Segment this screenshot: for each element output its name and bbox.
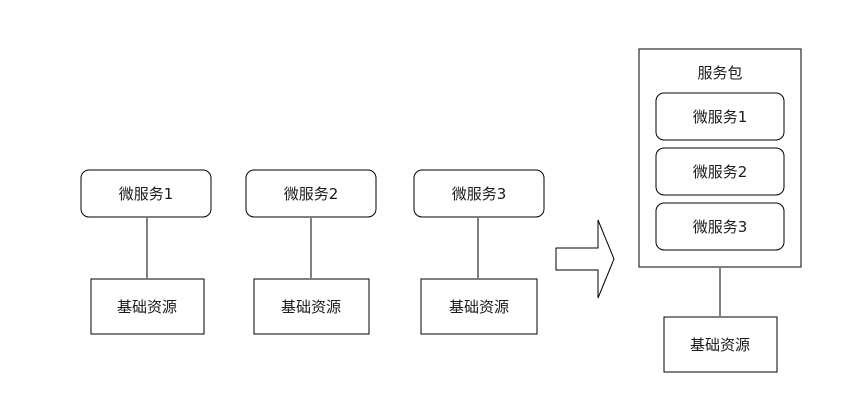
resource-3-box xyxy=(420,278,538,335)
transform-arrow-icon xyxy=(555,219,615,299)
microservice-2-box xyxy=(245,169,377,218)
service-package-title: 服务包 xyxy=(697,64,742,82)
microservice-3-box xyxy=(413,169,545,218)
package-microservice-3-box xyxy=(655,202,785,251)
microservice-2-label: 微服务2 xyxy=(284,185,339,203)
package-microservice-3-label: 微服务3 xyxy=(693,218,748,236)
resource-1-label: 基础资源 xyxy=(117,298,177,316)
package-microservice-2-box xyxy=(655,147,785,196)
package-microservice-1-box xyxy=(655,92,785,141)
left-column-1: 微服务1 基础资源 xyxy=(80,169,212,335)
microservice-1-label: 微服务1 xyxy=(119,185,174,203)
resource-1-box xyxy=(90,278,205,335)
microservice-1-box xyxy=(80,169,212,218)
service-package: 服务包 微服务1 微服务2 微服务3 基础资源 xyxy=(638,48,802,373)
resource-2-label: 基础资源 xyxy=(281,298,341,316)
package-microservice-2-label: 微服务2 xyxy=(693,163,748,181)
package-microservice-1-label: 微服务1 xyxy=(693,108,748,126)
left-column-3: 微服务3 基础资源 xyxy=(413,169,545,335)
package-resource-box xyxy=(663,316,778,373)
resource-2-box xyxy=(253,278,370,335)
package-resource-label: 基础资源 xyxy=(690,336,750,354)
resource-3-label: 基础资源 xyxy=(449,298,509,316)
left-column-2: 微服务2 基础资源 xyxy=(245,169,377,335)
microservice-3-label: 微服务3 xyxy=(452,185,507,203)
